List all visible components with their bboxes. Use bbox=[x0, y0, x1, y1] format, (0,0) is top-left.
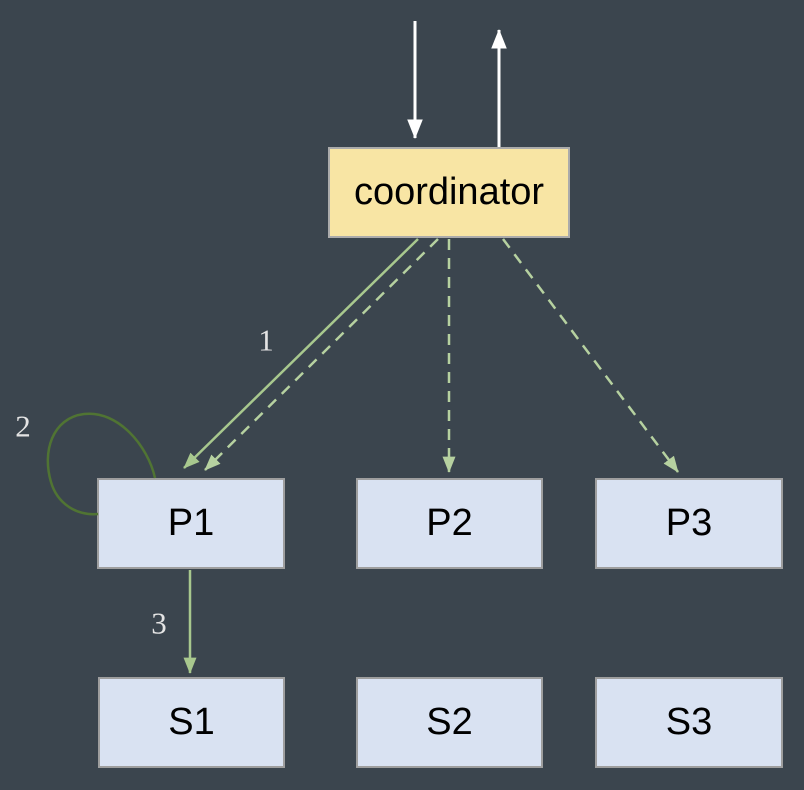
node-p3[interactable]: P3 bbox=[595, 478, 783, 569]
node-p1-label: P1 bbox=[167, 502, 215, 544]
node-s2-label: S2 bbox=[426, 701, 473, 743]
node-p2[interactable]: P2 bbox=[356, 478, 543, 569]
edge-step-label-3: 3 bbox=[151, 605, 167, 641]
node-s3[interactable]: S3 bbox=[595, 677, 783, 768]
node-s1[interactable]: S1 bbox=[98, 677, 285, 768]
node-s2[interactable]: S2 bbox=[356, 677, 543, 768]
node-p3-label: P3 bbox=[665, 502, 713, 544]
node-p2-label: P2 bbox=[426, 502, 473, 544]
edge-coordinator-p1-solid[interactable] bbox=[183, 238, 419, 469]
edge-coordinator-p1-dashed[interactable] bbox=[204, 238, 439, 471]
node-s3-label: S3 bbox=[665, 701, 713, 743]
edge-step-label-1: 1 bbox=[258, 322, 274, 358]
node-coordinator[interactable]: coordinator bbox=[328, 147, 570, 238]
edge-coordinator-p3-dashed[interactable] bbox=[502, 238, 679, 473]
edge-step-label-2: 2 bbox=[15, 408, 31, 444]
node-coordinator-label: coordinator bbox=[353, 171, 545, 213]
node-s1-label: S1 bbox=[168, 701, 215, 743]
node-p1[interactable]: P1 bbox=[97, 478, 285, 569]
